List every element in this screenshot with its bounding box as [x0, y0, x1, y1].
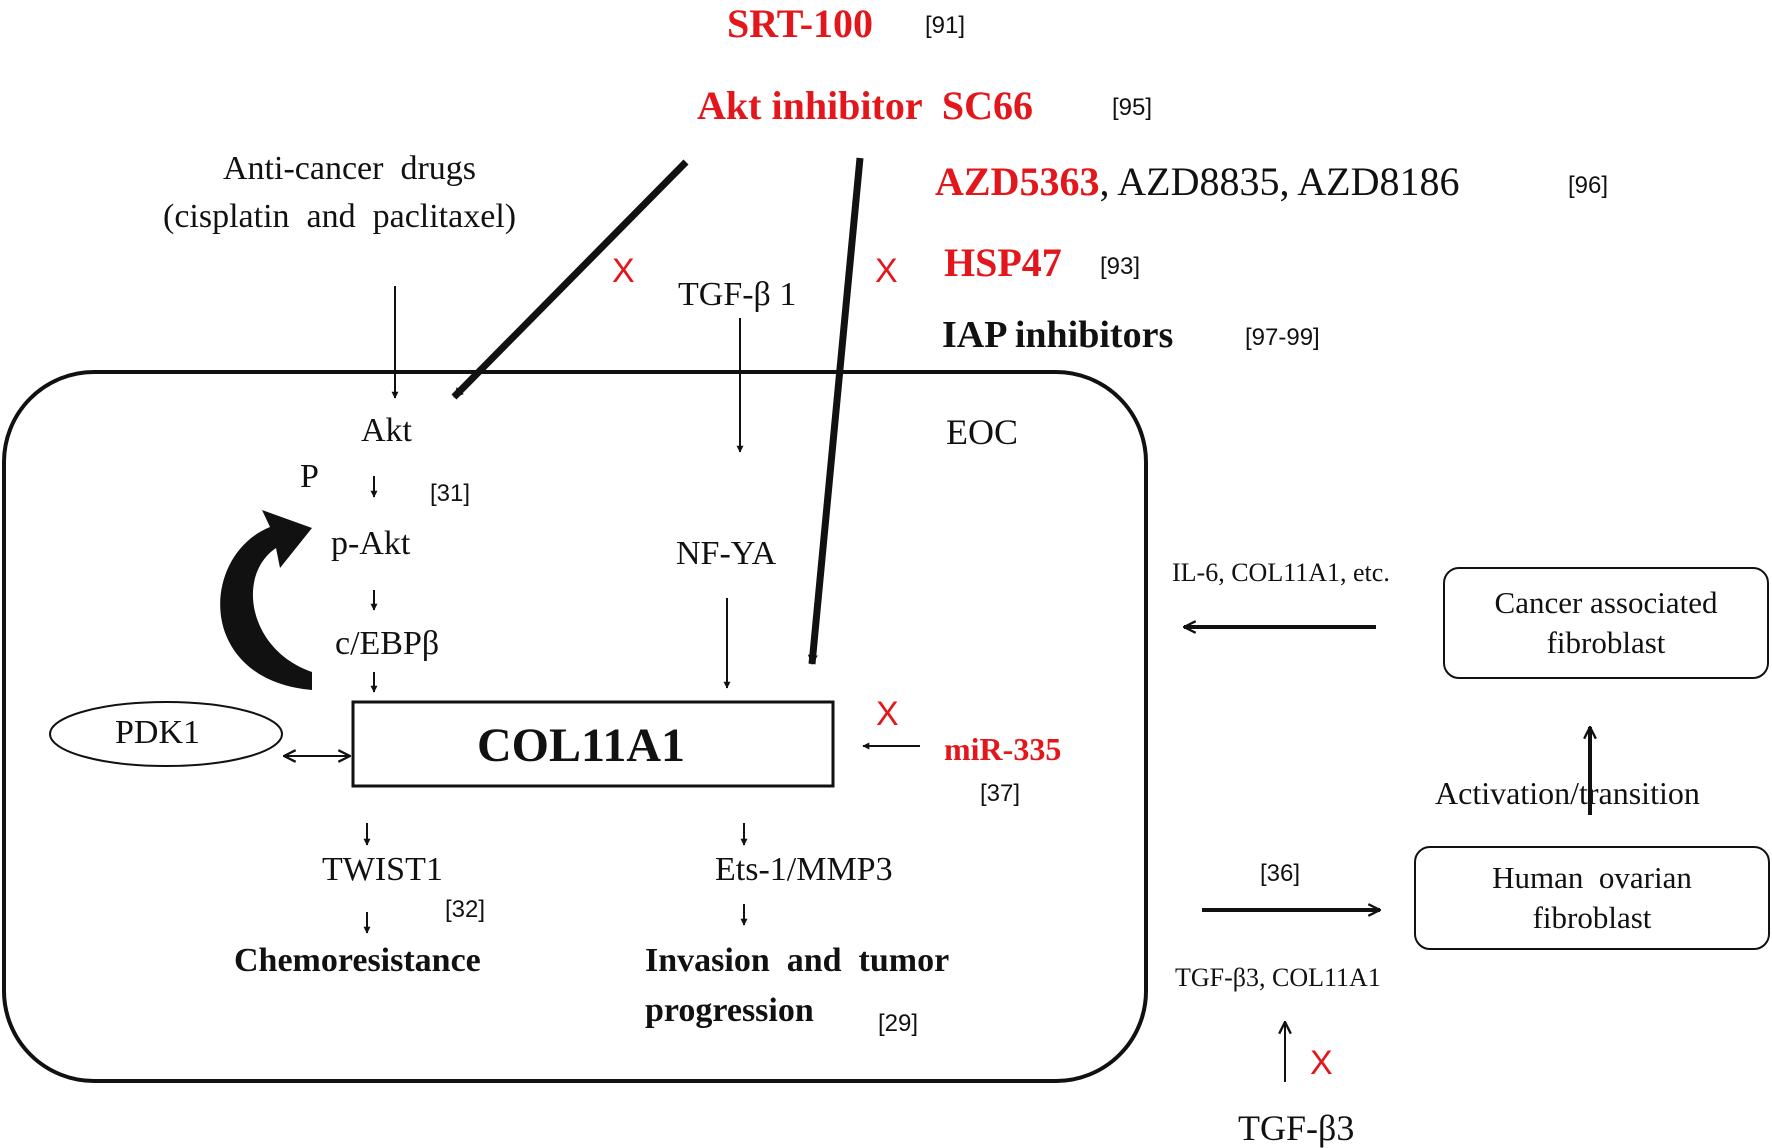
node-cebpb: c/EBPβ: [335, 625, 440, 662]
node-mir335: miR-335: [944, 731, 1062, 767]
node-pdk1: PDK1: [115, 714, 201, 751]
node-phosphate: P: [300, 458, 319, 495]
cross-mark-mir335: X: [876, 695, 899, 733]
tgfb3-label: TGF-β3: [1238, 1108, 1355, 1148]
node-nfya: NF-YA: [676, 535, 777, 572]
drugs-label-line1: Anti-cancer drugs: [223, 150, 477, 187]
activation-transition-label: Activation/transition: [1435, 775, 1700, 811]
caf-label-line1: Cancer associated: [1494, 584, 1718, 620]
ref-96: [96]: [1568, 172, 1609, 199]
drugs-label-line2: (cisplatin and paclitaxel): [163, 198, 517, 235]
inhibitor-sc66: Akt inhibitor SC66: [697, 83, 1034, 128]
ref-36: [36]: [1260, 860, 1301, 887]
tgfb1-label: TGF-β 1: [678, 276, 797, 313]
inhibitor-azd-rest: , AZD8835, AZD8186: [1099, 159, 1460, 204]
tgfb3-col11a1-label: TGF-β3, COL11A1: [1175, 963, 1381, 992]
inhibitor-srt100: SRT-100: [727, 1, 874, 46]
node-twist1: TWIST1: [322, 851, 443, 888]
ref-91: [91]: [925, 12, 966, 39]
node-chemoresistance: Chemoresistance: [234, 942, 481, 979]
feedback-curve-arrow: [220, 510, 312, 690]
ref-29: [29]: [878, 1010, 919, 1037]
node-invasion-line1: Invasion and tumor: [645, 942, 950, 979]
cross-mark-col11a1: X: [875, 252, 898, 290]
arrow-sc66-to-akt: [451, 159, 689, 400]
ref-37: [37]: [980, 780, 1021, 807]
node-akt: Akt: [361, 412, 412, 449]
ref-93: [93]: [1100, 253, 1141, 280]
inhibitor-hsp47: HSP47: [944, 240, 1062, 285]
cross-mark-akt: X: [612, 252, 635, 290]
col11a1-box: [351, 700, 835, 788]
node-ets1-mmp3: Ets-1/MMP3: [715, 851, 893, 888]
node-col11a1: COL11A1: [477, 719, 686, 772]
inhibitor-azd5363: AZD5363: [935, 159, 1100, 204]
ref-32: [32]: [445, 896, 486, 923]
inhibitor-azd: AZD5363, AZD8835, AZD8186: [935, 162, 1459, 202]
arrow-sc66-to-col11a1: [807, 157, 864, 665]
ref-31: [31]: [430, 480, 471, 507]
hof-label-line2: fibroblast: [1532, 900, 1652, 935]
secreted-factors-label: IL-6, COL11A1, etc.: [1172, 558, 1390, 587]
ref-97-99: [97-99]: [1245, 324, 1320, 351]
cross-mark-tgfb3: X: [1310, 1044, 1333, 1082]
node-invasion-line2: progression: [645, 992, 814, 1029]
ref-95: [95]: [1112, 94, 1153, 121]
pdk1-ellipse: [49, 701, 283, 767]
human-ovarian-fibroblast-box: Human ovarian fibroblast: [1414, 846, 1770, 950]
cancer-associated-fibroblast-box: Cancer associated fibroblast: [1443, 567, 1769, 679]
node-p-akt: p-Akt: [331, 525, 411, 562]
eoc-label: EOC: [946, 412, 1018, 452]
hof-label-line1: Human ovarian: [1492, 859, 1692, 895]
caf-label-line2: fibroblast: [1546, 625, 1666, 660]
eoc-cell-boundary: [2, 370, 1148, 1083]
inhibitor-iap: IAP inhibitors: [942, 314, 1174, 356]
